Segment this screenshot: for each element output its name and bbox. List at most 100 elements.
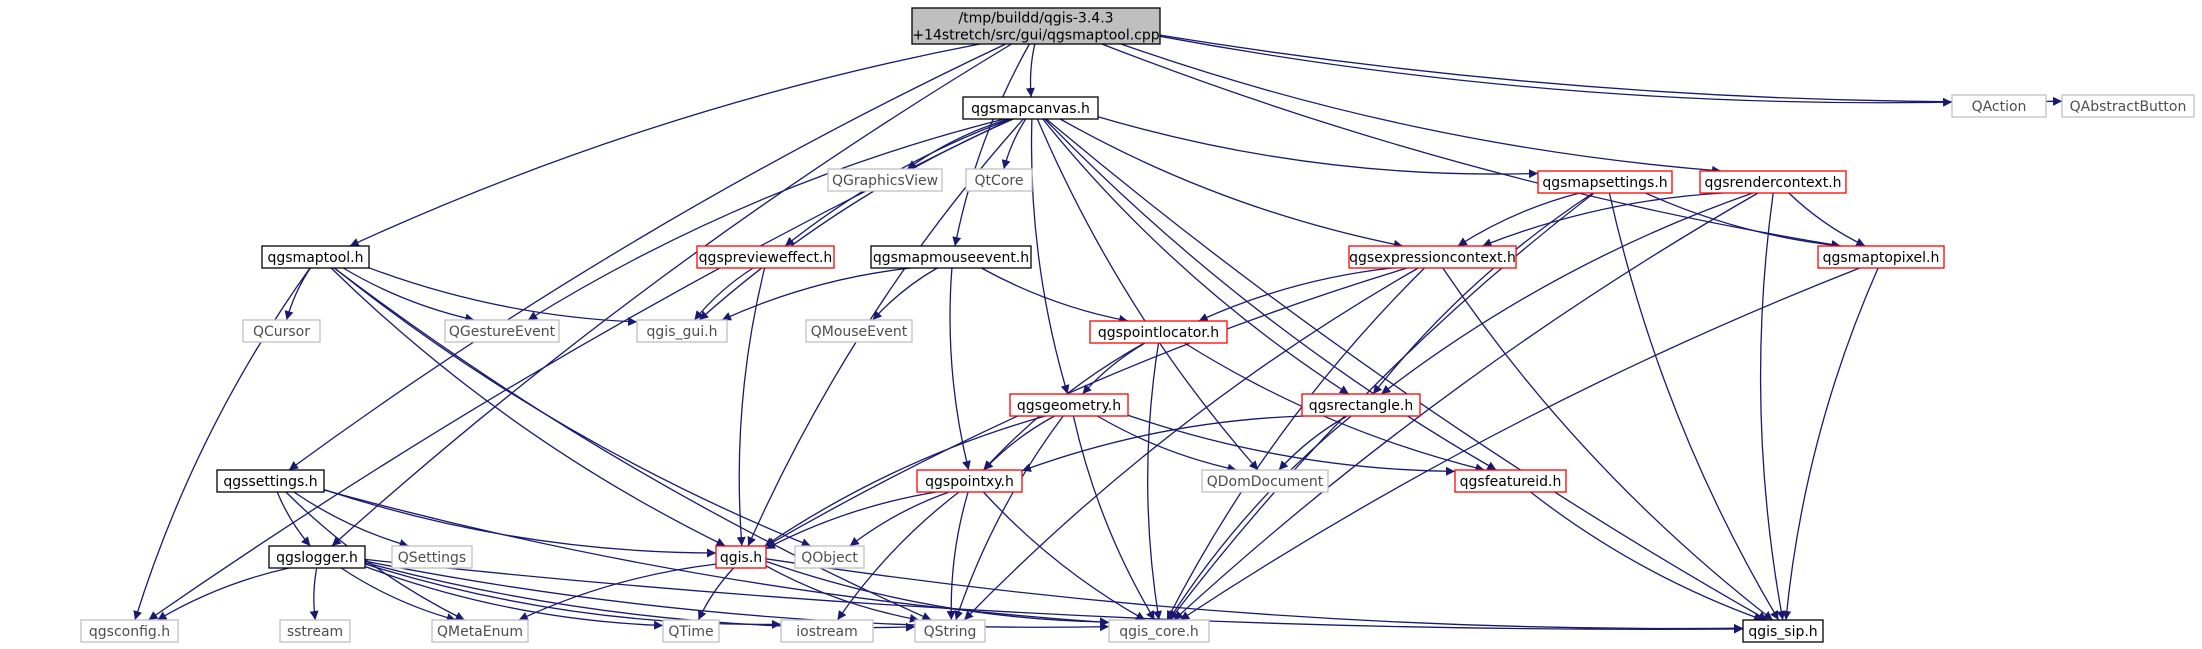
edge-qgspointlocator-to-qgsfeatureid <box>1184 342 1485 473</box>
edge-qgsmapcanvas-to-qgsgeometry <box>1030 118 1070 395</box>
node-qgsmapsettings[interactable]: qgsmapsettings.h <box>1537 170 1673 194</box>
edge-qgsmapcanvas-to-qgsmapsettings <box>1097 116 1539 179</box>
node-qgraphicsview: QGraphicsView <box>827 168 943 192</box>
edge-qgsrectangle-to-qgis_core <box>1168 415 1352 621</box>
node-label: qgsconfig.h <box>89 624 170 640</box>
node-qgslogger[interactable]: qgslogger.h <box>268 545 366 569</box>
node-label: QSettings <box>398 550 466 566</box>
node-box <box>870 245 1032 269</box>
node-box <box>1301 393 1421 417</box>
node-root[interactable]: /tmp/buildd/qgis-3.4.3+14stretch/src/gui… <box>911 7 1161 45</box>
edge-qgis_h-to-qgis_core <box>765 560 1110 627</box>
node-qgsgeometry[interactable]: qgsgeometry.h <box>1009 393 1129 417</box>
node-box <box>827 168 943 192</box>
edge-qgsmapmouseevent-to-qgspointlocator <box>981 267 1129 324</box>
node-qgsmapcanvas[interactable]: qgsmapcanvas.h <box>962 96 1099 120</box>
node-box <box>1951 94 2047 118</box>
node-box <box>715 545 767 569</box>
edge-qgslogger-to-qgis_sip <box>364 558 1744 634</box>
edge-qgsmaptopixel-to-qgis_core <box>1179 267 1861 621</box>
edge-qgsmapmouseevent-to-qgspointxy <box>949 267 971 471</box>
node-qgsrendercontext[interactable]: qgsrendercontext.h <box>1699 170 1847 194</box>
node-label: QMetaEnum <box>437 624 523 640</box>
edge-qgsmaptopixel-to-qgis_sip <box>1782 267 1879 621</box>
edge-qgspointlocator-to-qgsgeometry <box>1082 342 1146 395</box>
node-box <box>965 168 1033 192</box>
node-qstring: QString <box>914 619 986 643</box>
edge-qgssettings-to-qgis_h <box>323 488 717 558</box>
node-qgsrectangle[interactable]: qgsrectangle.h <box>1301 393 1421 417</box>
node-label: qgsmaptopixel.h <box>1823 250 1940 266</box>
node-label: qgsmapsettings.h <box>1542 175 1667 191</box>
edge-root-to-qgsmaptopixel <box>1101 43 1841 249</box>
node-qgis_sip[interactable]: qgis_sip.h <box>1742 619 1824 643</box>
edge-qgsmapcanvas-to-qtcore <box>1001 118 1027 170</box>
edge-qgssettings-to-qgis_core <box>323 489 1110 627</box>
node-qgsmaptool_h[interactable]: qgsmaptool.h <box>261 245 370 269</box>
edge-qgslogger-to-qgis_core <box>364 560 1110 632</box>
edge-qgsfeatureid-to-qgis_sip <box>1530 491 1764 622</box>
node-box <box>662 619 720 643</box>
node-box <box>1742 619 1824 643</box>
node-qgsfeatureid[interactable]: qgsfeatureid.h <box>1454 469 1567 493</box>
edge-qgsrectangle-to-qgspointxy <box>1021 415 1305 472</box>
node-box <box>242 319 321 343</box>
edge-qgsmapsettings-to-qgsmaptopixel <box>1645 192 1841 250</box>
node-label: iostream <box>796 624 858 640</box>
edge-qgsrendercontext-to-qgsexpressioncontext <box>1482 192 1724 247</box>
node-qgssettings[interactable]: qgssettings.h <box>216 469 325 493</box>
edge-qgsrendercontext-to-qgsmaptopixel <box>1788 192 1866 247</box>
node-label: qgssettings.h <box>223 474 317 490</box>
node-qmouseevent: QMouseEvent <box>805 319 913 343</box>
edge-qgsmapcanvas-to-qgsrectangle <box>1042 118 1350 395</box>
node-qgspointxy[interactable]: qgspointxy.h <box>916 469 1023 493</box>
node-box <box>1454 469 1567 493</box>
node-box <box>279 619 351 643</box>
edge-qgis_h-to-qgis_sip <box>765 558 1744 633</box>
edge-qgssettings-to-qgslogger <box>276 491 311 547</box>
node-label: qgspointlocator.h <box>1098 325 1219 341</box>
edge-qgis_h-to-qtime <box>697 567 735 621</box>
node-qaction: QAction <box>1951 94 2047 118</box>
node-qgis_h[interactable]: qgis.h <box>715 545 767 569</box>
edge-qgsrendercontext-to-qgsrectangle <box>1380 192 1753 395</box>
node-box <box>1817 245 1945 269</box>
node-qgsmaptopixel[interactable]: qgsmaptopixel.h <box>1817 245 1945 269</box>
edge-qgis_h-to-qmetaenum <box>518 563 717 621</box>
edge-qgsmaptool_h-to-qgestureevent <box>342 267 475 323</box>
edge-qgsmapsettings-to-qgsexpressioncontext <box>1457 192 1580 247</box>
node-qobject: QObject <box>794 545 865 569</box>
edge-root-to-qgsmaptool_h <box>349 43 981 247</box>
edge-qgsmapcanvas-to-qdomdocument <box>1036 118 1259 471</box>
edge-root-to-qabstractbutton <box>1159 34 2063 106</box>
edge-qgspointxy-to-qstring <box>946 491 969 621</box>
edge-qgslogger-to-qgsconfig <box>157 567 290 621</box>
node-qgsexpressioncontext[interactable]: qgsexpressioncontext.h <box>1348 245 1517 269</box>
edge-qgslogger-to-iostream <box>364 563 782 629</box>
node-label: qgis_sip.h <box>1748 624 1817 640</box>
node-label: /tmp/buildd/qgis-3.4.3 <box>958 11 1113 27</box>
node-qgestureevent: QGestureEvent <box>444 319 560 343</box>
node-qgsmapmouseevent[interactable]: qgsmapmouseevent.h <box>870 245 1032 269</box>
edge-qgsmaptool_h-to-qgis_h <box>330 267 726 547</box>
node-box <box>2061 94 2195 118</box>
node-box <box>636 319 728 343</box>
node-qgsconfig: qgsconfig.h <box>80 619 179 643</box>
node-sstream: sstream <box>279 619 351 643</box>
edge-qgsmapsettings-to-qgis_sip <box>1608 192 1780 621</box>
node-qgspreviewe[interactable]: qgspreviewe­ffect.h <box>696 245 835 269</box>
node-box <box>444 319 560 343</box>
node-box <box>216 469 325 493</box>
node-box <box>1108 619 1210 643</box>
node-label: QDomDocument <box>1207 474 1324 490</box>
node-qgspointlocator[interactable]: qgspointlocator.h <box>1089 320 1228 344</box>
node-label: qgsmapmouseevent.h <box>873 250 1029 266</box>
edge-qgssettings-to-qsettings <box>293 491 409 548</box>
node-label: QObject <box>801 550 858 566</box>
edge-qgsmapsettings-to-qgsrectangle <box>1372 192 1594 395</box>
edge-qgsmapcanvas-to-qgis_sip <box>1045 118 1768 621</box>
node-label: qgsrectangle.h <box>1309 398 1413 414</box>
node-box <box>916 469 1023 493</box>
node-box <box>1537 170 1673 194</box>
